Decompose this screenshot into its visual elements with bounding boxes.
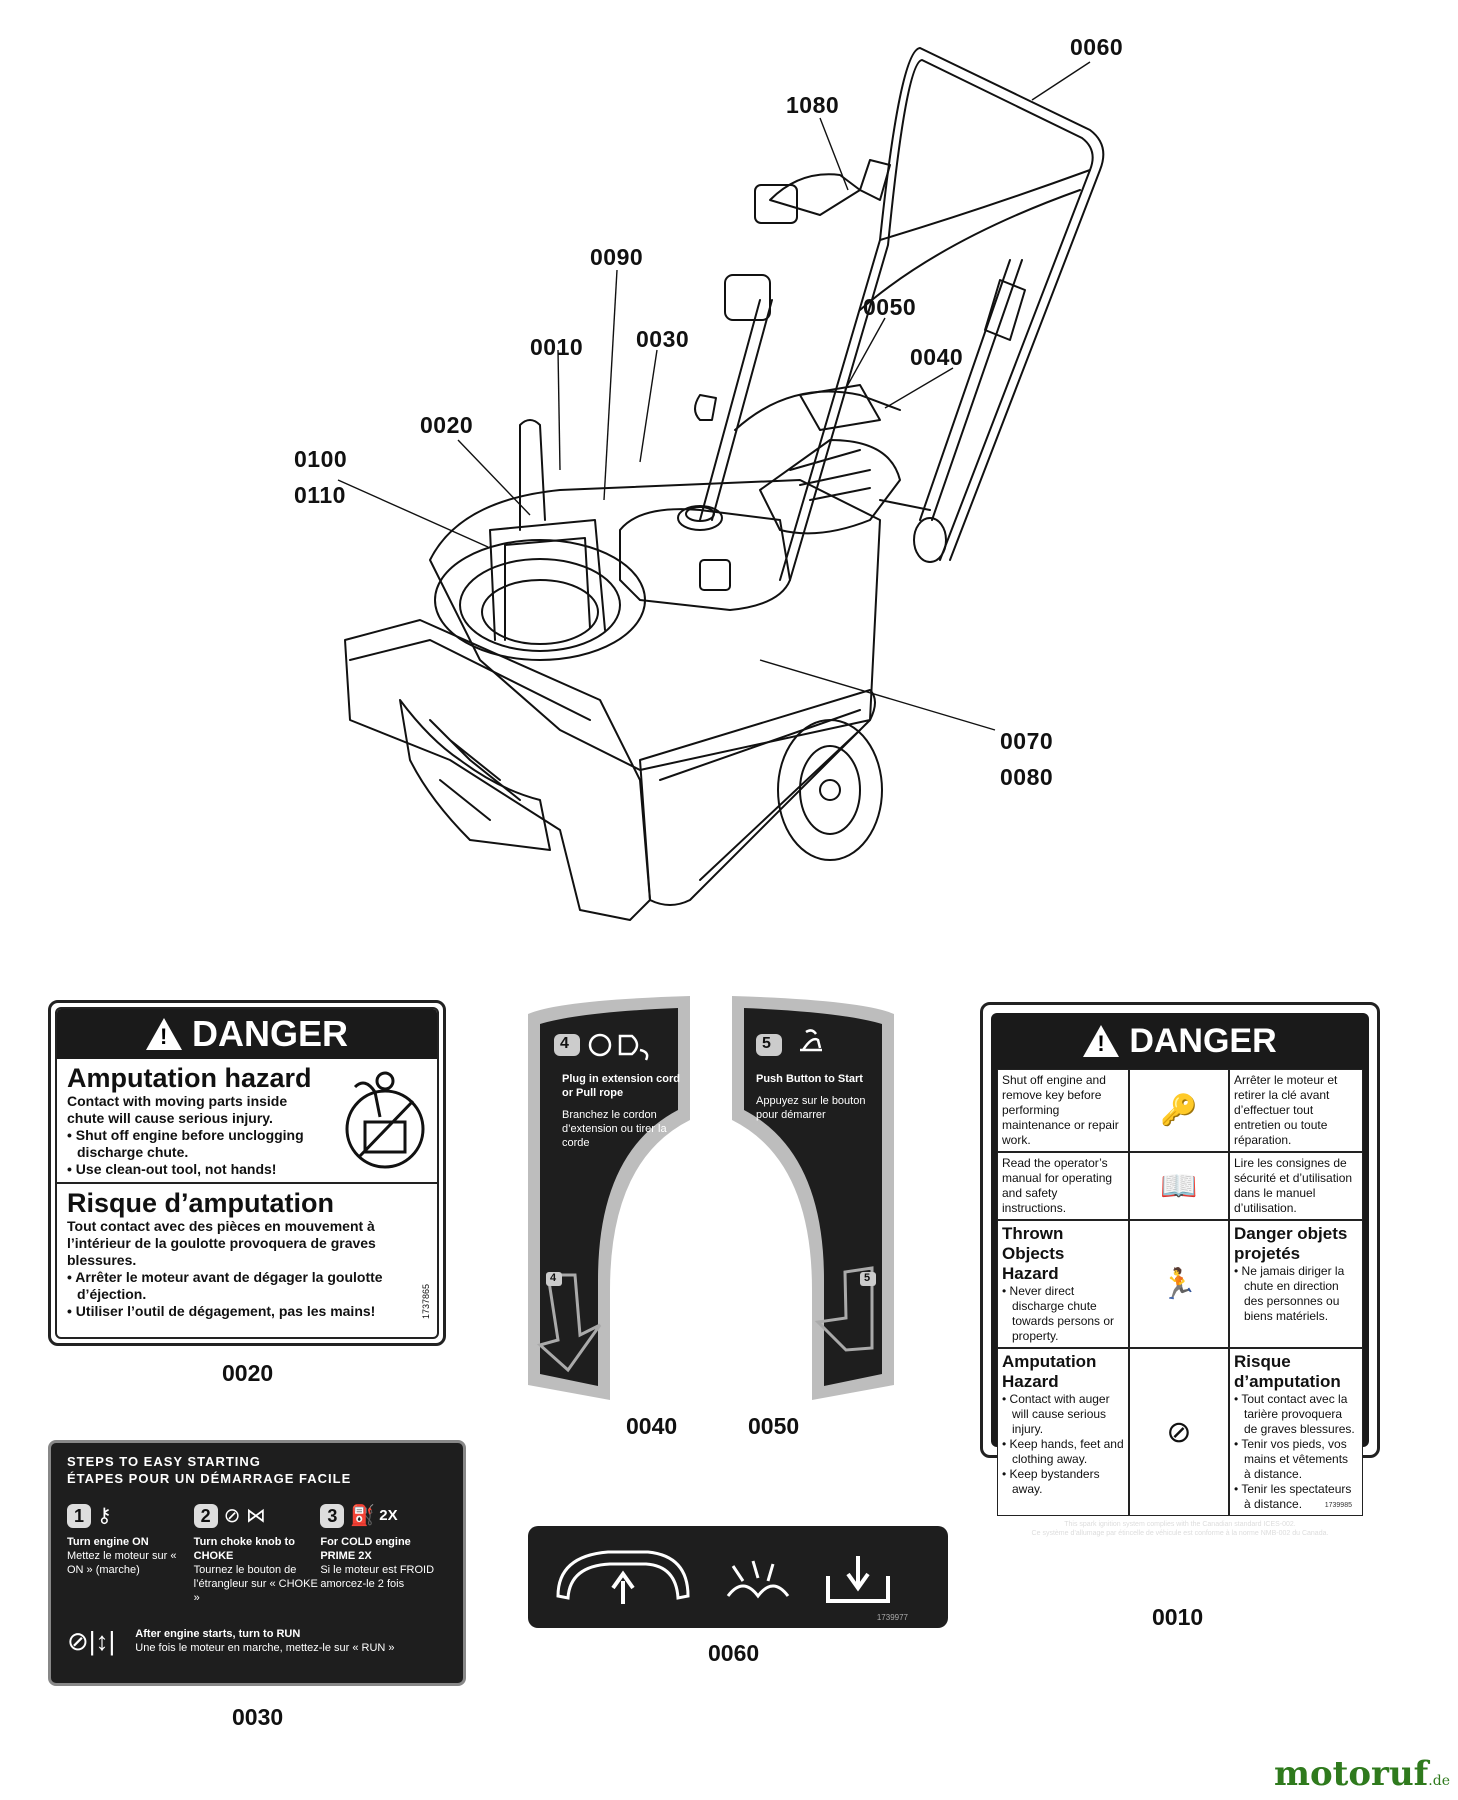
fr-title: Risque d’amputation <box>67 1188 335 1218</box>
callout-0040: 0040 <box>910 344 964 370</box>
callout-1080: 1080 <box>786 92 840 118</box>
caption-0050: 0050 <box>748 1413 800 1439</box>
key-on-icon: ⚷ <box>97 1505 112 1527</box>
safety-grid: Shut off engine and remove key before pe… <box>997 1069 1363 1516</box>
callout-0100: 0100 <box>294 446 348 472</box>
decal-0040-text: Plug in extension cord or Pull rope Bran… <box>562 1073 680 1149</box>
danger-text: DANGER <box>191 1013 348 1054</box>
pull-rope-icon <box>618 1034 649 1061</box>
auger <box>399 699 551 851</box>
en-title: Amputation hazard <box>67 1063 312 1093</box>
thrown-objects-icon: 🏃 <box>1129 1220 1229 1348</box>
book-icon: 📖 <box>1129 1152 1229 1220</box>
plug-icon <box>588 1033 612 1057</box>
en-text: Contact with moving parts inside chute w… <box>67 1093 288 1126</box>
step-3: 3⛽2X For COLD engine PRIME 2X Si le mote… <box>320 1504 435 1590</box>
control-lever <box>769 173 861 216</box>
callout-0070: 0070 <box>1000 728 1054 754</box>
warning-icon: ! <box>145 1018 182 1050</box>
decal-0030-starting-steps: STEPS TO EASY STARTING ÉTAPES POUR UN DÉ… <box>48 1440 466 1686</box>
danger-text: DANGER <box>1129 1021 1277 1060</box>
decal-0040-num: 4 <box>560 1035 569 1052</box>
compliance-footer: This spark ignition system complies with… <box>1031 1521 1329 1537</box>
en-bullet: • Use clean-out tool, not hands! <box>67 1161 277 1177</box>
arrow-down-icon <box>536 1273 602 1373</box>
belt-cover <box>639 689 876 906</box>
brand-watermark: motoruf.de <box>1274 1754 1450 1794</box>
auger-amputation-icon: ⊘ <box>1129 1348 1229 1516</box>
decal-0050-text: Push Button to Start Appuyez sur le bout… <box>756 1073 866 1121</box>
decal-0040 <box>528 996 690 1400</box>
callout-0060: 0060 <box>1070 34 1124 60</box>
fr-bullet: • Arrêter le moteur avant de dégager la … <box>67 1269 383 1302</box>
fuel-tank <box>619 508 791 611</box>
callout-0050: 0050 <box>863 294 917 320</box>
heading-fr: ÉTAPES POUR UN DÉMARRAGE FACILE <box>67 1471 352 1486</box>
fr-text: Tout contact avec des pièces en mouvemen… <box>67 1218 376 1268</box>
chute-ring <box>434 539 646 661</box>
decal-0040-arrow-num: 4 <box>550 1272 557 1284</box>
decal-0050-arrow-num: 5 <box>864 1272 871 1284</box>
caption-0020: 0020 <box>222 1360 274 1386</box>
decal-0050-num: 5 <box>762 1035 771 1052</box>
callout-0110: 0110 <box>294 482 346 508</box>
danger-header: ! DANGER <box>997 1013 1363 1069</box>
caption-0060: 0060 <box>708 1640 760 1666</box>
danger-header: ! DANGER <box>57 1009 437 1059</box>
callout-0030: 0030 <box>636 326 690 352</box>
push-button-icon <box>800 1029 822 1052</box>
auger-spin-icon <box>726 1560 790 1599</box>
decal-serial: 1739985 <box>1324 1502 1352 1509</box>
callout-0080: 0080 <box>1000 764 1054 790</box>
drop-down-icon <box>826 1556 890 1603</box>
decal-0060-handle-controls: 1739977 <box>528 1526 948 1628</box>
caption-0030: 0030 <box>232 1704 284 1730</box>
no-hands-chute-icon <box>345 1071 425 1169</box>
chute-deflector <box>519 419 546 531</box>
caption-0040: 0040 <box>626 1413 678 1439</box>
warning-icon: ! <box>1083 1025 1120 1057</box>
primer-icon: ⛽ <box>350 1505 376 1527</box>
decal-0050 <box>732 996 894 1400</box>
caption-0010: 0010 <box>1152 1604 1204 1630</box>
heading-en: STEPS TO EASY STARTING <box>67 1454 261 1469</box>
snow-thrower-drawing <box>337 47 1105 921</box>
key-manual-icon: 🔑 <box>1129 1069 1229 1152</box>
choke-icon: ⊘ ⋈ <box>223 1505 266 1527</box>
run-icon: ⊘|↕| <box>67 1626 116 1656</box>
callout-0010: 0010 <box>530 334 584 360</box>
decal-serial: 1739977 <box>876 1613 908 1622</box>
step-1: 1⚷ Turn engine ON Mettez le moteur sur «… <box>67 1504 177 1576</box>
en-bullet: • Shut off engine before unclogging disc… <box>67 1127 304 1160</box>
run-instruction: ⊘|↕| After engine starts, turn to RUN Un… <box>67 1626 395 1656</box>
decal-0020-amputation-hazard: ! DANGER Amputation hazard Contact with … <box>48 1000 446 1346</box>
auger-housing <box>429 479 881 771</box>
front-housing <box>344 619 651 921</box>
upper-handle <box>779 47 1105 581</box>
decal-0010-safety-danger: ! DANGER Shut off engine and remove key … <box>980 1002 1380 1537</box>
fr-bullet: • Utiliser l’outil de dégagement, pas le… <box>67 1303 376 1319</box>
callout-0020: 0020 <box>420 412 474 438</box>
decal-serial: 1737865 <box>421 1283 431 1319</box>
discharge-chute <box>489 519 606 641</box>
wheel <box>777 719 883 861</box>
handle-engage-icon <box>556 1550 690 1600</box>
callout-0090: 0090 <box>590 244 644 270</box>
step-2: 2⊘ ⋈ Turn choke knob to CHOKE Tournez le… <box>193 1504 318 1604</box>
